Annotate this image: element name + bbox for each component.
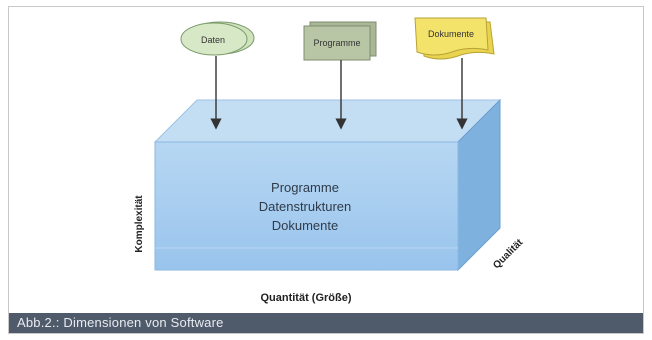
dokumente-input-shape: Dokumente [414,17,495,60]
cube-front-face [154,141,459,271]
programme-label: Programme [313,38,360,48]
qualitaet-axis-label: Qualität [491,237,526,272]
daten-input-shape: Daten [180,21,255,56]
cube-top-face [153,99,502,143]
quantitaet-axis-label: Quantität (Größe) [260,292,351,304]
daten-label: Daten [201,35,225,45]
cube-label-programme: Programme [271,180,339,195]
caption-bar: Abb.2.: Dimensionen von Software [9,313,643,333]
cube-label-datenstrukturen: Datenstrukturen [259,199,352,214]
dokumente-label: Dokumente [428,29,474,39]
software-cube [153,98,502,272]
figure-caption: Abb.2.: Dimensionen von Software [17,315,224,330]
programme-input-shape: Programme [303,21,377,61]
komplexitaet-axis-label: Komplexität [134,195,145,253]
cube-label-dokumente: Dokumente [272,218,338,233]
